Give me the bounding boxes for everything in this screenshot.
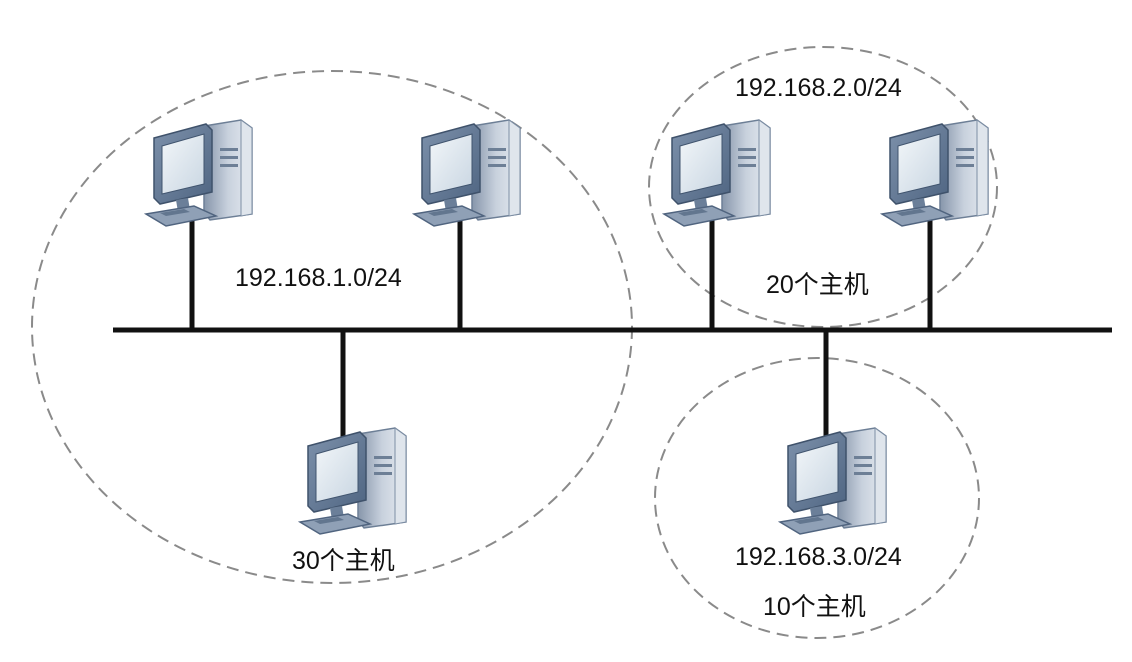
subnet-1-ellipse	[31, 70, 633, 584]
subnet-2-ellipse	[648, 46, 998, 328]
subnet-1-network-label: 192.168.1.0/24	[235, 264, 402, 292]
desktop-computer-icon	[663, 119, 771, 227]
desktop-computer-icon	[779, 427, 887, 535]
desktop-computer-icon	[145, 119, 253, 227]
subnet-2-hosts-label: 20个主机	[766, 271, 869, 299]
subnet-3-hosts-label: 10个主机	[763, 593, 866, 621]
desktop-computer-icon	[299, 427, 407, 535]
desktop-computer-icon	[881, 119, 989, 227]
subnet-2-network-label: 192.168.2.0/24	[735, 74, 902, 102]
subnet-1-hosts-label: 30个主机	[292, 547, 395, 575]
subnet-3-network-label: 192.168.3.0/24	[735, 543, 902, 571]
subnet-3-ellipse	[654, 357, 980, 639]
desktop-computer-icon	[413, 119, 521, 227]
